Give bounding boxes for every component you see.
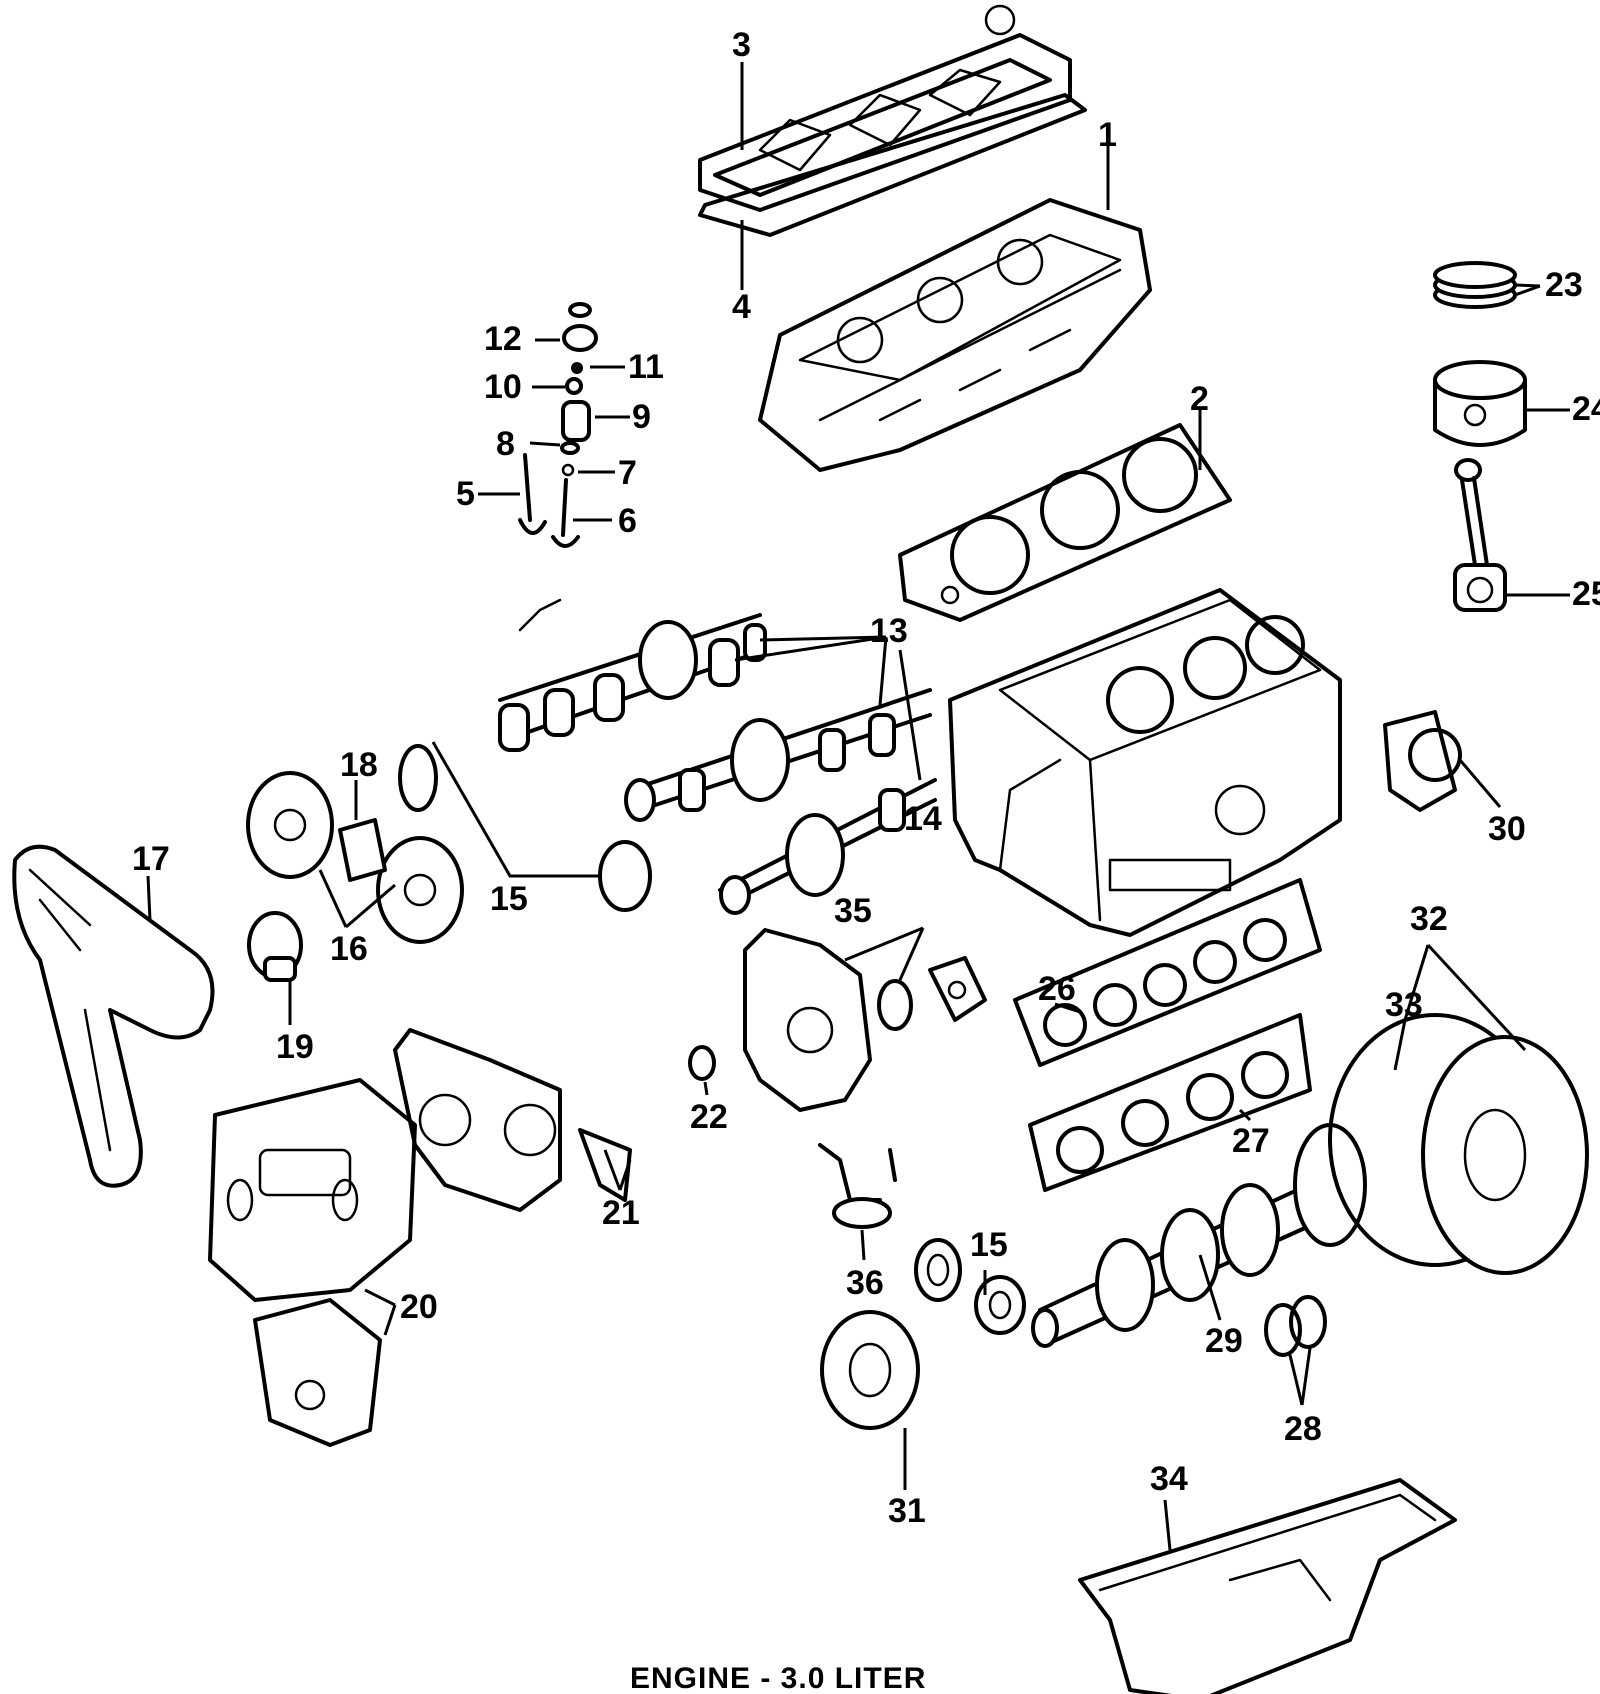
- oil-pickup-part: [818, 1143, 897, 1229]
- flywheel-part: [1328, 1013, 1589, 1275]
- callout-15a: 15: [490, 880, 528, 918]
- callout-14: 14: [904, 800, 942, 838]
- callout-28: 28: [1284, 1410, 1322, 1448]
- callout-9: 9: [632, 398, 651, 436]
- callout-17: 17: [132, 840, 170, 878]
- piston-rings-part: [1433, 261, 1517, 309]
- rear-timing-cover-part: [393, 1028, 632, 1212]
- callout-33: 33: [1385, 986, 1423, 1024]
- callout-21: 21: [602, 1194, 640, 1232]
- head-gasket-part: [898, 423, 1232, 622]
- camshaft-part: [498, 598, 937, 915]
- callout-30: 30: [1488, 810, 1526, 848]
- thrust-washer-part: [1264, 1295, 1327, 1357]
- cam-seal-part: [398, 744, 962, 1302]
- piston-part: [1433, 360, 1527, 447]
- callout-10: 10: [484, 368, 522, 406]
- valve-cover-part: [698, 4, 1072, 212]
- callout-3: 3: [732, 26, 751, 64]
- oil-pan-part: [1078, 1478, 1457, 1694]
- callout-31: 31: [888, 1492, 926, 1530]
- callout-34: 34: [1150, 1460, 1188, 1498]
- callout-12: 12: [484, 320, 522, 358]
- callout-4: 4: [732, 288, 751, 326]
- callout-6: 6: [618, 502, 637, 540]
- callout-19: 19: [276, 1028, 314, 1066]
- valve-cover-gasket-part: [698, 93, 1087, 237]
- callout-5: 5: [456, 475, 475, 513]
- callout-8: 8: [496, 425, 515, 463]
- callout-36: 36: [846, 1264, 884, 1302]
- callout-35: 35: [834, 892, 872, 930]
- rear-seal-retainer-part: [1383, 710, 1462, 812]
- callout-labels: 3 4 1 2 12 11 10 9 8 7 5 6 13 23 24 25 3…: [132, 26, 1600, 1530]
- callout-23: 23: [1545, 266, 1583, 304]
- callout-18: 18: [340, 746, 378, 784]
- engine-block-part: [948, 588, 1342, 937]
- callout-26: 26: [1038, 970, 1076, 1008]
- callout-2: 2: [1190, 380, 1209, 418]
- callout-24: 24: [1572, 390, 1600, 428]
- diagram-caption: ENGINE - 3.0 LITER: [630, 1662, 926, 1694]
- callout-20: 20: [400, 1288, 438, 1326]
- callout-16: 16: [330, 930, 368, 968]
- callout-13: 13: [870, 612, 908, 650]
- leader-lines: [146, 62, 1570, 1551]
- callout-32: 32: [1410, 900, 1448, 938]
- callout-7: 7: [618, 454, 637, 492]
- callout-27: 27: [1232, 1122, 1270, 1160]
- main-bearings-part: [1013, 878, 1322, 1067]
- valve-train-parts: [518, 302, 598, 548]
- crank-pulley-part: [820, 1275, 1026, 1430]
- connecting-rod-part: [1453, 458, 1507, 612]
- callout-1: 1: [1098, 116, 1117, 154]
- crankshaft-part: [1031, 1123, 1367, 1348]
- seal-part: [688, 1045, 716, 1081]
- callout-11: 11: [628, 348, 664, 386]
- callout-22: 22: [690, 1098, 728, 1136]
- camshaft-pulley-part: [246, 771, 464, 944]
- idler-pulley-part: [247, 818, 387, 982]
- callout-15b: 15: [970, 1226, 1008, 1264]
- timing-cover-part: [208, 1078, 417, 1447]
- cylinder-head-part: [758, 198, 1152, 472]
- rod-bearings-part: [1028, 1013, 1312, 1192]
- oil-pump-part: [743, 928, 987, 1112]
- timing-belt-part: [12, 844, 215, 1188]
- callout-25: 25: [1572, 575, 1600, 613]
- callout-29: 29: [1205, 1322, 1243, 1360]
